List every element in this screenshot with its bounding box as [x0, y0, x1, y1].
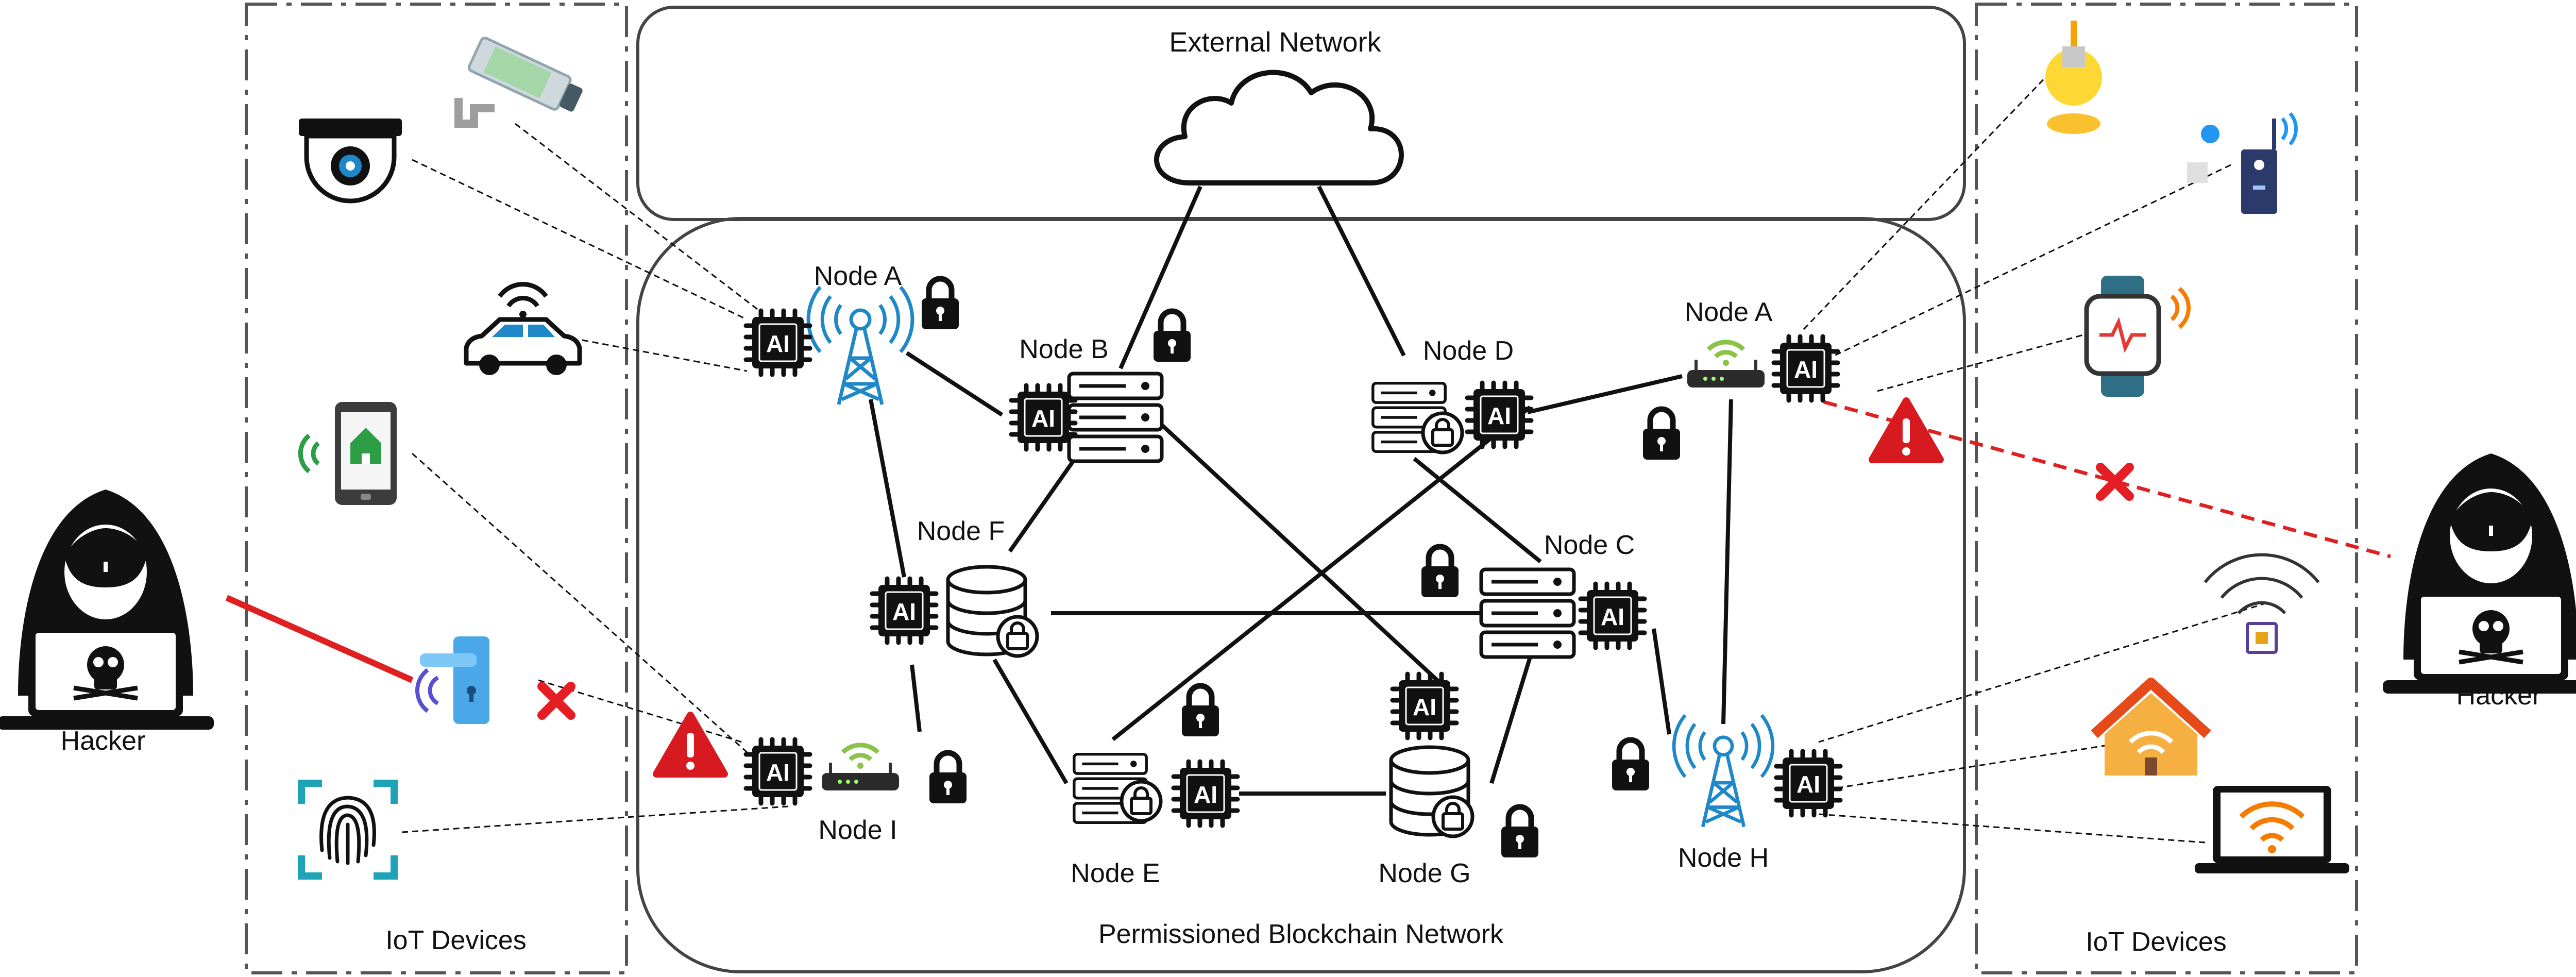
laptop-wifi-icon: [2195, 786, 2349, 873]
hacker-right-icon: [2383, 453, 2576, 694]
node-e-label: Node E: [1071, 858, 1160, 888]
node-b-server-icon: [1069, 374, 1162, 461]
ai-chip-label: AI: [766, 759, 790, 786]
blockchain-network-label: Permissioned Blockchain Network: [1098, 919, 1504, 949]
ai-chip-label: AI: [1487, 402, 1511, 429]
badge-lock-icon: [998, 617, 1037, 656]
node-b-label: Node B: [1019, 334, 1108, 364]
smart-sensor-icon: [2187, 112, 2298, 214]
ai-chip-label: AI: [1194, 781, 1217, 808]
hacker-left-label: Hacker: [61, 726, 146, 756]
blockchain-links: [869, 186, 1733, 796]
node-a-left-tower-icon: [808, 287, 912, 405]
ai-chip-label: AI: [1413, 694, 1436, 720]
hacker-left-icon: [0, 490, 214, 730]
hacker-right-label: Hacker: [2456, 681, 2541, 711]
ai-chip-label: AI: [1601, 603, 1624, 630]
cloud-icon: [1154, 70, 1404, 186]
lock-icon: [1421, 547, 1459, 597]
smart-home-phone-icon: [298, 402, 397, 505]
ai-chip-label: AI: [1031, 405, 1055, 432]
node-g-label: Node G: [1378, 858, 1470, 888]
lock-icon: [1643, 409, 1680, 460]
iot-devices-right-region: [1975, 3, 2358, 974]
ai-chip-label: AI: [1794, 356, 1818, 383]
smart-lock-icon: [415, 636, 489, 724]
node-c-label: Node C: [1544, 530, 1635, 560]
device-connection-lines: [401, 71, 2267, 844]
ai-chip-label: AI: [766, 330, 790, 357]
attack-line-left: [225, 595, 414, 683]
node-h-label: Node H: [1678, 843, 1769, 873]
lock-icon: [1182, 686, 1219, 736]
ai-chip-label: AI: [892, 598, 916, 625]
blockchain-network-region: [636, 217, 1966, 973]
ai-chip-label: AI: [1797, 771, 1820, 798]
badge-lock-icon: [1433, 797, 1472, 836]
node-c-server-icon: [1481, 569, 1574, 657]
lock-icon: [1154, 311, 1191, 362]
connected-car-icon: [464, 282, 582, 375]
iot-devices-left-label: IoT Devices: [385, 925, 527, 955]
lock-icon: [922, 279, 959, 329]
lock-icon: [929, 753, 967, 803]
external-network-label: External Network: [1169, 27, 1381, 58]
node-i-label: Node I: [818, 815, 897, 845]
node-a-right-label: Node A: [1685, 297, 1773, 327]
smartwatch-icon: [2084, 276, 2191, 397]
cctv-icon: [454, 37, 583, 128]
iot-devices-right-label: IoT Devices: [2086, 927, 2227, 957]
node-f-label: Node F: [917, 516, 1005, 546]
x-mark-icon: [2100, 467, 2129, 496]
badge-lock-icon: [1122, 782, 1161, 821]
x-mark-icon: [542, 686, 571, 715]
badge-lock-icon: [1423, 413, 1462, 452]
node-d-label: Node D: [1423, 336, 1514, 366]
node-a-left-label: Node A: [814, 261, 902, 291]
security-camera-icon: [299, 119, 402, 204]
lock-icon: [1612, 740, 1649, 790]
iot-devices-left-region: [245, 3, 628, 974]
node-a-right-router-icon: [1687, 342, 1765, 388]
lock-icon: [1501, 807, 1538, 857]
node-h-tower-icon: [1674, 715, 1773, 827]
warning-icon: [656, 715, 724, 774]
wifi-chip-icon: [2204, 553, 2320, 654]
fingerprint-scanner-icon: [298, 780, 398, 880]
smart-house-icon: [2091, 678, 2211, 776]
smart-bulb-icon: [2045, 21, 2102, 134]
node-i-router-icon: [822, 745, 899, 790]
